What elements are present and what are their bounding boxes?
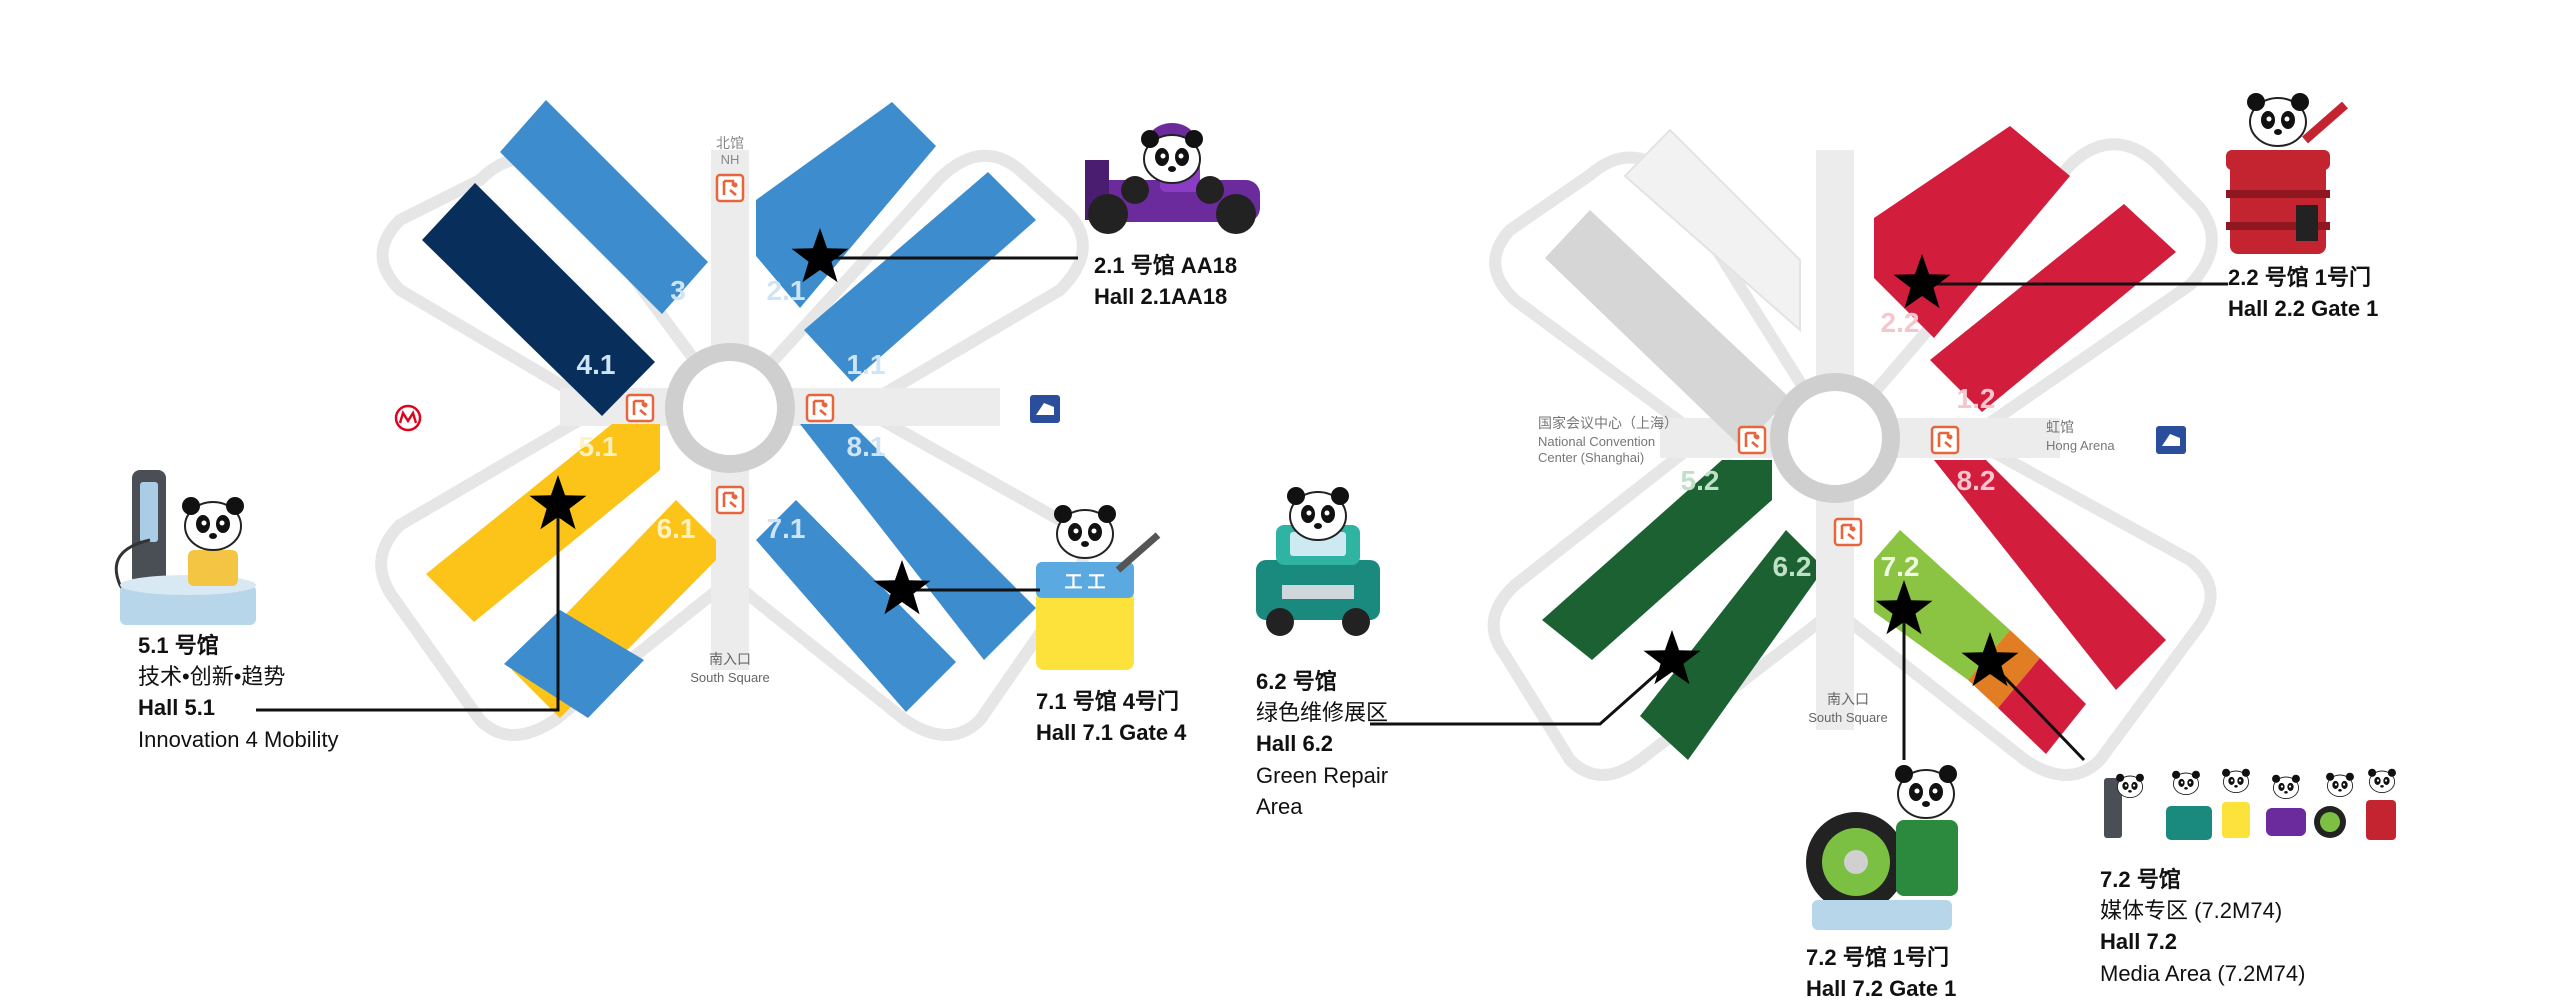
callout-hall-5-1 (256, 475, 587, 712)
hall-7-1-number: 7.1 (767, 513, 806, 544)
right-central-hub (1770, 373, 1900, 503)
hall-8-2-number: 8.2 (1957, 465, 1996, 496)
mascot-tyre (1806, 764, 1958, 930)
hall-5-1-cn-subtitle: 技术•创新•趋势 (138, 664, 286, 690)
hall-5-1-en-subtitle: Innovation 4 Mobility (138, 726, 339, 752)
hall-2-2-label: 2.2 号馆 1号门 Hall 2.2 Gate 1 (2228, 262, 2378, 324)
hall-6-2-en-title: Hall 6.2 (1256, 731, 1334, 757)
left-south-entrance-cn-label: 南入口 (709, 651, 751, 667)
hall-7-2-gate-cn-title: 7.2 号馆 1号门 (1806, 945, 1950, 970)
hall-7-2-orange-block (1968, 630, 2040, 708)
hall-5-1-cn-title: 5.1 号馆 (138, 633, 219, 658)
hall-7-1-block (756, 500, 956, 712)
hall-7-2-media-en-subtitle: Media Area (7.2M74) (2100, 960, 2306, 986)
north-west-hall-block (1545, 210, 1790, 448)
hall-1-2-number: 1.2 (1957, 383, 1996, 414)
hall-7-2-media-cn-title: 7.2 号馆 (2100, 867, 2181, 892)
hall-2-1-block (756, 102, 936, 308)
hong-arena-en-label: Hong Arena (2046, 438, 2115, 453)
hall-6-2-cn-title: 6.2 号馆 (1256, 669, 1337, 694)
hall-6-1-lower-block (504, 610, 644, 718)
hall-5-1-number: 5.1 (579, 431, 618, 462)
ncc-cn-label: 国家会议中心（上海） (1538, 415, 1678, 431)
hall-8-1-number: 8.1 (847, 431, 886, 462)
mascot-green-car (1256, 486, 1380, 636)
callout-hall-2-2 (1893, 254, 2228, 309)
hall-7-2-media-label: 7.2 号馆 媒体专区 (7.2M74) Hall 7.2 Media Area… (2100, 864, 2305, 989)
hall-5-1-en-title: Hall 5.1 (138, 695, 216, 721)
hall-6-2-label: 6.2 号馆 绿色维修展区 Hall 6.2 Green Repair Area (1256, 666, 1388, 822)
hall-2-1-cn-title: 2.1 号馆 AA18 (1094, 253, 1238, 278)
hall-8-1-block (800, 424, 1036, 660)
hall-7-1-en-title: Hall 7.1 Gate 4 (1036, 720, 1187, 746)
ncc-en-label-line2: Center (Shanghai) (1538, 450, 1644, 465)
entrance-icon (625, 393, 655, 423)
mascot-oil-barrel (2226, 92, 2348, 254)
entrance-icon (805, 393, 835, 423)
hall-6-2-en-subtitle-2: Area (1256, 793, 1303, 819)
hall-7-2-red-block (1998, 658, 2086, 754)
hall-6-2-number: 6.2 (1773, 551, 1812, 582)
callout-hall-7-2-media (1961, 632, 2086, 762)
north-hall-cn-label: 北馆 (716, 135, 744, 151)
entrance-icon (715, 485, 745, 515)
callout-hall-7-1 (873, 560, 1040, 615)
hall-1-1-block (804, 172, 1036, 382)
hall-1-2-block (1930, 204, 2176, 412)
hong-arena-cn-label: 虹馆 (2046, 419, 2074, 435)
hall-2-2-en-title: Hall 2.2 Gate 1 (2228, 296, 2379, 322)
hall-2-1-label: 2.1 号馆 AA18 Hall 2.1AA18 (1094, 250, 1237, 312)
hall-7-2-number: 7.2 (1881, 551, 1920, 582)
left-south-entrance-en-label: South Square (690, 670, 770, 685)
metro-icon (394, 404, 422, 432)
svg-text:工 工: 工 工 (1064, 572, 1105, 592)
hall-2-1-en-title: Hall 2.1AA18 (1094, 284, 1228, 310)
entrance-icon (1737, 425, 1767, 455)
hall-5-2-number: 5.2 (1681, 465, 1720, 496)
hall-2-2-number: 2.2 (1881, 307, 1920, 338)
mascot-charger (114, 470, 256, 625)
hall-7-1-label: 7.1 号馆 4号门 Hall 7.1 Gate 4 (1036, 686, 1186, 748)
ncc-en-label-line1: National Convention (1538, 434, 1655, 449)
hall-3-block (500, 100, 708, 314)
hall-2-2-cn-title: 2.2 号馆 1号门 (2228, 265, 2372, 290)
right-venue-map: 2.2 1.2 5.2 8.2 6.2 7.2 国家会议中心（上海） Natio… (1487, 126, 2218, 781)
mascot-group (2100, 768, 2410, 848)
left-venue-map: 3 2.1 4.1 1.1 5.1 8.1 6.1 7.1 北馆 NH 南入口 … (375, 100, 1089, 741)
entrance-icon (1930, 425, 1960, 455)
entrance-icon (715, 173, 745, 203)
hall-4-1-number: 4.1 (577, 349, 616, 380)
hall-6-2-cn-subtitle: 绿色维修展区 (1256, 700, 1389, 726)
right-south-entrance-cn-label: 南入口 (1827, 691, 1869, 707)
hall-7-2-gate-label: 7.2 号馆 1号门 Hall 7.2 Gate 1 (1806, 942, 1956, 1004)
callout-hall-6-2 (1370, 630, 1701, 726)
callout-hall-2-1 (791, 228, 1078, 283)
hall-1-1-number: 1.1 (847, 349, 886, 380)
hall-5-2-block (1542, 460, 1772, 660)
hall-7-2-block (1874, 530, 2010, 680)
hall-6-2-block (1640, 530, 1816, 760)
hall-6-2-en-subtitle-1: Green Repair (1256, 762, 1389, 788)
left-central-hub (665, 343, 795, 473)
hall-3-number: 3 (670, 275, 686, 306)
callout-hall-7-2-gate (1875, 580, 1933, 760)
mascot-racecar (1085, 123, 1260, 234)
taxi-icon (1030, 395, 1060, 423)
hall-8-2-block (1934, 460, 2166, 690)
hall-7-2-media-cn-subtitle: 媒体专区 (7.2M74) (2100, 898, 2283, 924)
right-south-entrance-en-label: South Square (1808, 710, 1888, 725)
hall-6-1-number: 6.1 (657, 513, 696, 544)
hall-7-2-media-en-title: Hall 7.2 (2100, 929, 2178, 955)
hall-2-1-number: 2.1 (767, 275, 806, 306)
hall-7-2-gate-en-title: Hall 7.2 Gate 1 (1806, 976, 1957, 1002)
taxi-icon (2156, 426, 2186, 454)
hall-4-1-block (422, 183, 655, 416)
north-hall-en-label: NH (721, 152, 740, 167)
hall-5-1-label: 5.1 号馆 技术•创新•趋势 Hall 5.1 Innovation 4 Mo… (138, 630, 339, 755)
north-west-hall-upper-block (1623, 128, 1801, 333)
hall-7-1-cn-title: 7.1 号馆 4号门 (1036, 689, 1180, 714)
mascot-mechanic: 工 工 (1036, 504, 1161, 670)
entrance-icon (1833, 517, 1863, 547)
